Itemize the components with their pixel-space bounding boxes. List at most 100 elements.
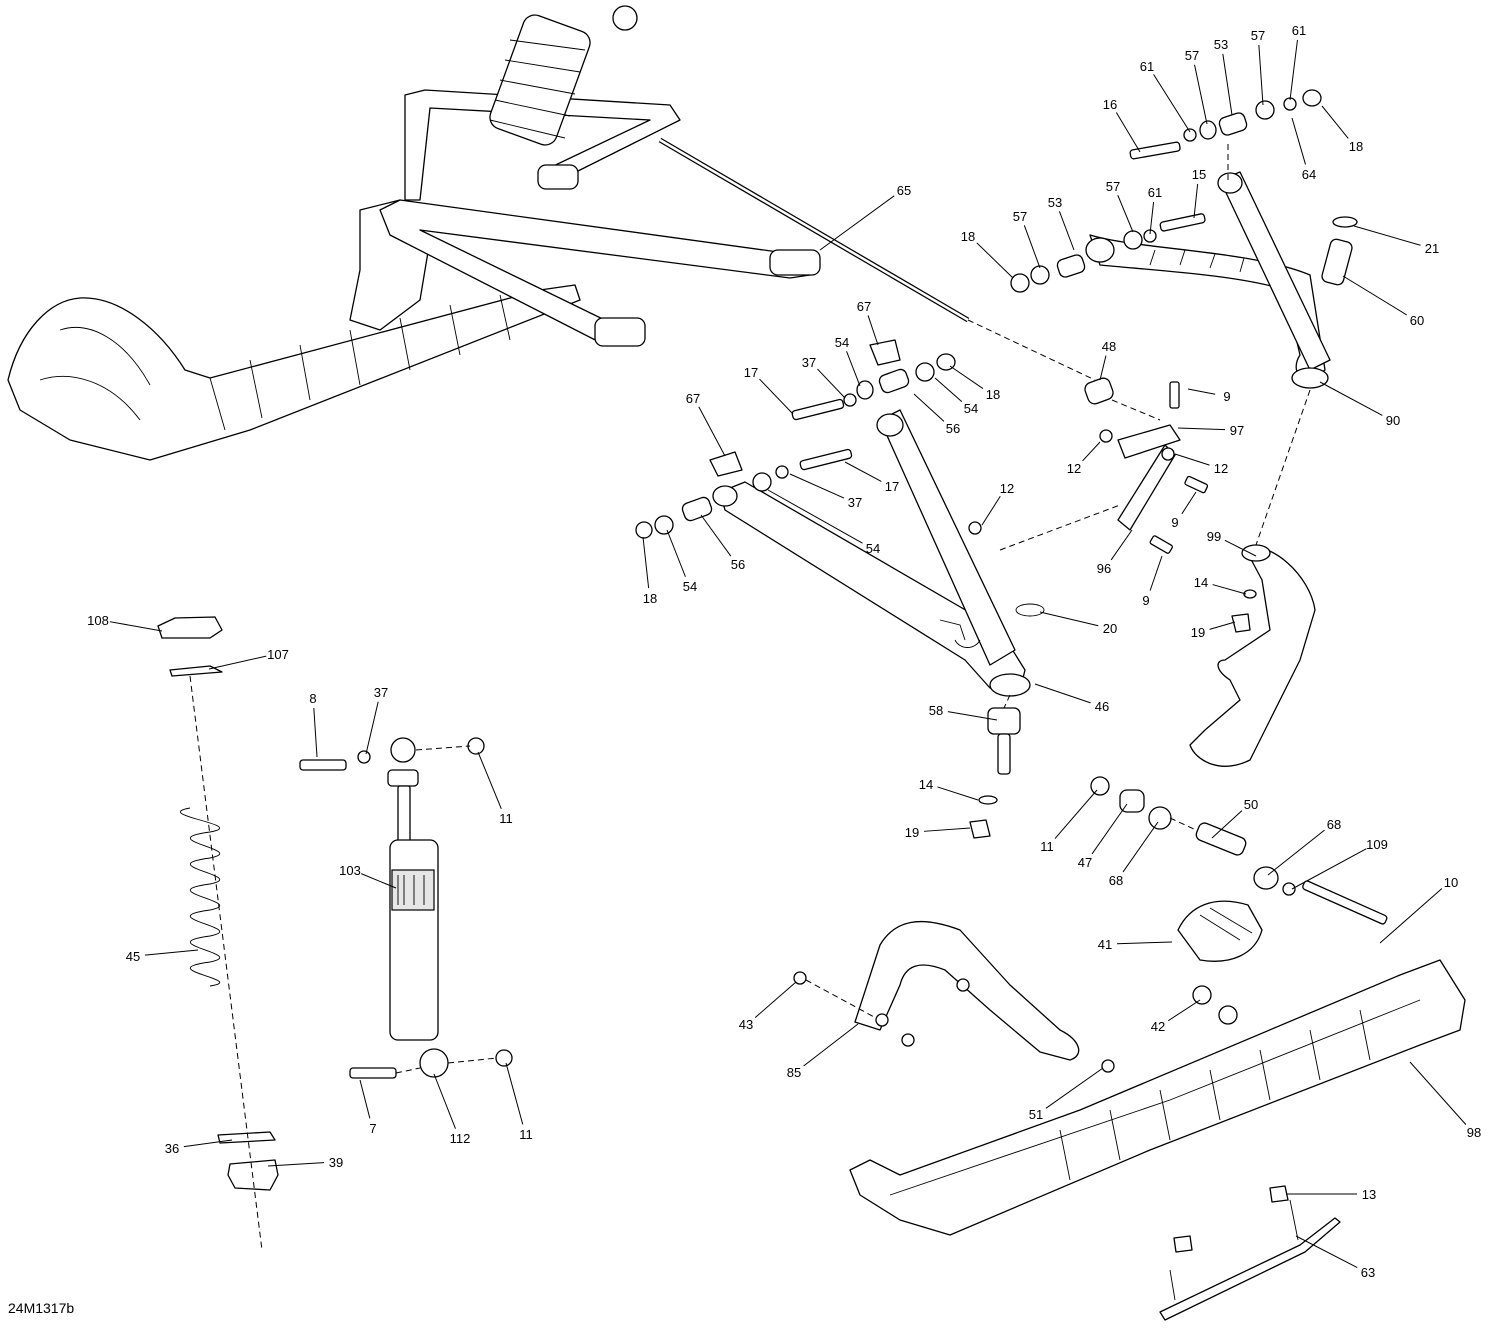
callout-number: 41 (1098, 937, 1112, 952)
leader-line (183, 1139, 233, 1148)
leader-line (700, 514, 732, 557)
leader-line (1342, 275, 1407, 316)
leader-line (1212, 584, 1247, 595)
leader-line (846, 351, 861, 387)
leader-line (313, 707, 318, 758)
callout-number: 15 (1192, 167, 1206, 182)
callout-c12b: 12 (1174, 453, 1228, 476)
leader-line (109, 621, 163, 632)
callout-number: 9 (1142, 593, 1149, 608)
callout-c18a: 18 (1321, 105, 1363, 154)
callout-number: 107 (267, 647, 289, 662)
callout-c14a: 14 (1194, 575, 1247, 595)
callout-c61b: 61 (1289, 23, 1306, 101)
leader-line (947, 711, 998, 721)
callout-c61a: 61 (1140, 59, 1191, 133)
callout-number: 11 (519, 1127, 533, 1142)
callout-number: 54 (683, 579, 697, 594)
callout-c57c: 57 (1106, 179, 1134, 233)
leader-line (433, 1073, 456, 1129)
callout-c16: 16 (1103, 97, 1141, 153)
leader-line (360, 873, 397, 889)
leader-line (1181, 491, 1197, 515)
leader-line (767, 489, 863, 544)
callout-c19b: 19 (905, 825, 971, 840)
callout-number: 61 (1148, 185, 1162, 200)
leader-line (1187, 388, 1216, 395)
leader-line (1023, 225, 1041, 269)
callout-number: 43 (739, 1017, 753, 1032)
callout-number: 7 (369, 1121, 376, 1136)
callout-number: 57 (1185, 48, 1199, 63)
leader-line (1209, 621, 1236, 630)
callout-number: 57 (1106, 179, 1120, 194)
leader-line (844, 461, 882, 482)
leader-line (1091, 803, 1128, 855)
callout-c9c: 9 (1142, 555, 1163, 608)
callout-number: 39 (329, 1155, 343, 1170)
callout-number: 19 (905, 825, 919, 840)
callout-number: 18 (643, 591, 657, 606)
callout-number: 64 (1302, 167, 1316, 182)
leader-line (698, 406, 726, 457)
callout-c54b: 54 (934, 377, 978, 416)
callout-number: 37 (848, 495, 862, 510)
callout-number: 12 (1000, 481, 1014, 496)
callout-c57b: 57 (1251, 28, 1265, 106)
callout-number: 45 (126, 949, 140, 964)
leader-line (267, 1162, 325, 1167)
callout-c37a: 37 (802, 355, 846, 399)
callout-c90: 90 (1319, 381, 1400, 428)
leader-line (913, 393, 945, 422)
callout-number: 12 (1214, 461, 1228, 476)
callout-c51: 51 (1029, 1067, 1104, 1122)
leader-line (1116, 941, 1173, 945)
leader-line (505, 1062, 524, 1125)
callout-c54a: 54 (835, 335, 861, 387)
callout-number: 54 (866, 541, 880, 556)
leader-line (789, 473, 845, 499)
callout-c37b: 37 (789, 473, 862, 510)
callout-c67b: 67 (686, 391, 726, 457)
callout-c53a: 53 (1214, 37, 1233, 116)
callout-c107: 107 (208, 647, 289, 670)
callout-number: 14 (919, 777, 933, 792)
lower-a-arm (712, 409, 1031, 697)
callout-number: 10 (1444, 875, 1458, 890)
callout-c10: 10 (1379, 875, 1458, 944)
callout-number: 53 (1048, 195, 1062, 210)
leader-line (923, 827, 971, 832)
callout-number: 56 (731, 557, 745, 572)
callout-number: 48 (1102, 339, 1116, 354)
leader-line (817, 368, 846, 399)
leader-line (1379, 888, 1443, 944)
leader-line (867, 315, 879, 346)
leader-line (1193, 183, 1199, 219)
callout-number: 67 (686, 391, 700, 406)
callout-c47: 47 (1078, 803, 1128, 870)
leader-line (1224, 539, 1257, 557)
leader-line (1054, 789, 1098, 839)
callout-number: 37 (374, 685, 388, 700)
leader-line (208, 655, 267, 670)
callout-c12a: 12 (1067, 441, 1101, 476)
callout-number: 61 (1292, 23, 1306, 38)
callout-number: 9 (1171, 515, 1178, 530)
assembled-lower-arm (379, 199, 811, 346)
leader-line (477, 751, 502, 809)
callout-number: 54 (964, 401, 978, 416)
callout-c39: 39 (267, 1155, 343, 1170)
callout-number: 67 (857, 299, 871, 314)
callout-number: 19 (1191, 625, 1205, 640)
callout-number: 65 (897, 183, 911, 198)
leader-line (1291, 848, 1367, 890)
callout-c96: 96 (1097, 529, 1133, 576)
callout-c20: 20 (1039, 611, 1117, 636)
callout-number: 53 (1214, 37, 1228, 52)
leader-line (666, 529, 686, 577)
callout-c37c: 37 (365, 685, 388, 755)
assembled-ski (7, 284, 581, 461)
callout-c9b: 9 (1171, 491, 1197, 530)
callout-number: 18 (961, 229, 975, 244)
callout-number: 90 (1386, 413, 1400, 428)
